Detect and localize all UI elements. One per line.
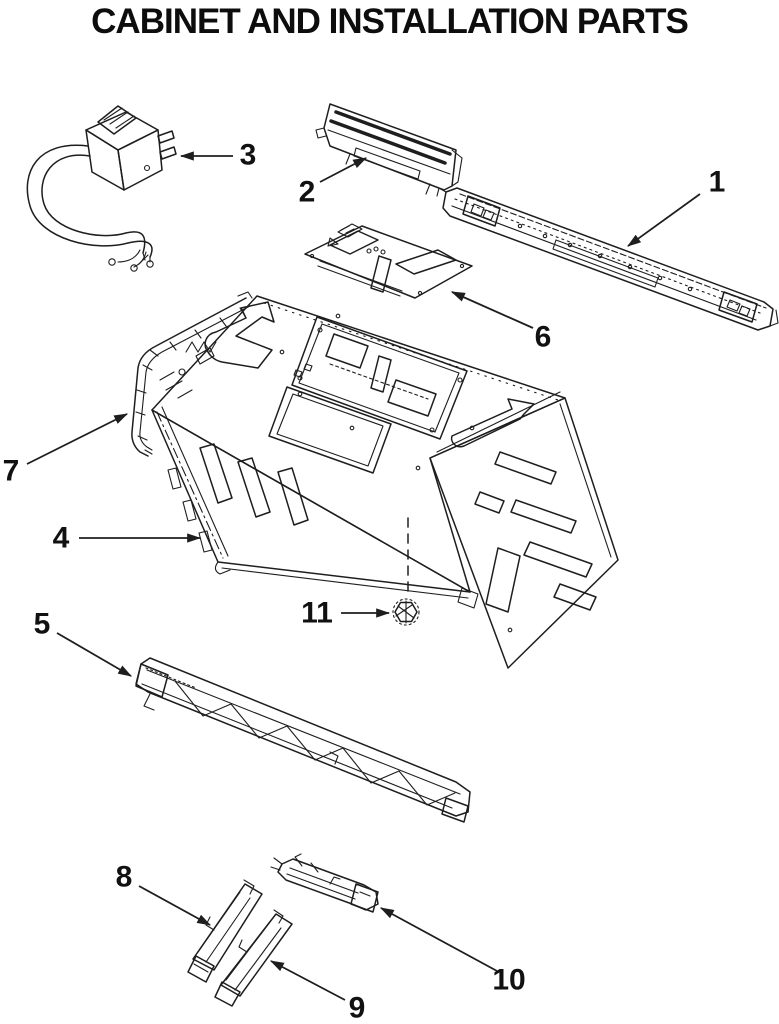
callout-1-arrow bbox=[627, 193, 701, 247]
callout-2-arrow bbox=[319, 157, 368, 183]
callout-8-label: 8 bbox=[116, 861, 133, 894]
callout-9-arrow bbox=[269, 960, 346, 1001]
part-3-power-cord-drawing bbox=[26, 105, 177, 272]
part-8-bracket-drawing bbox=[187, 879, 263, 983]
callout-7-label: 7 bbox=[3, 455, 20, 488]
callout-8: 8 bbox=[116, 861, 212, 926]
part-9-bracket-drawing bbox=[214, 909, 293, 1007]
part-7-frame-trim-drawing bbox=[131, 291, 253, 457]
callout-10-arrow bbox=[379, 907, 498, 972]
callout-10: 10 bbox=[379, 907, 526, 997]
callout-1: 1 bbox=[627, 166, 726, 247]
callout-2-label: 2 bbox=[299, 176, 316, 209]
callout-6: 6 bbox=[450, 291, 552, 354]
callout-7-arrow bbox=[26, 413, 129, 465]
callout-5: 5 bbox=[34, 608, 133, 677]
callout-8-arrow bbox=[138, 885, 212, 926]
part-10-latch-drawing bbox=[270, 853, 379, 913]
part-1-rail-drawing bbox=[436, 187, 779, 331]
callout-9: 9 bbox=[269, 960, 366, 1024]
callout-2: 2 bbox=[299, 157, 368, 209]
callout-11-label: 11 bbox=[301, 597, 333, 630]
callout-3-label: 3 bbox=[240, 139, 257, 172]
part-11-screw-drawing bbox=[392, 598, 420, 626]
callout-7: 7 bbox=[3, 413, 129, 488]
callout-11: 11 bbox=[301, 597, 391, 630]
callout-6-arrow bbox=[450, 291, 534, 329]
callout-9-label: 9 bbox=[349, 992, 366, 1024]
part-4-cabinet-wrapper-drawing bbox=[151, 295, 619, 669]
callout-4: 4 bbox=[53, 522, 202, 555]
callout-10-label: 10 bbox=[492, 964, 525, 997]
part-5-support-rail-drawing bbox=[135, 657, 471, 823]
callout-6-label: 6 bbox=[535, 321, 552, 354]
callout-4-label: 4 bbox=[53, 522, 70, 555]
part-2-grille-bracket-drawing bbox=[315, 103, 463, 195]
callout-5-label: 5 bbox=[34, 608, 51, 641]
callout-1-label: 1 bbox=[709, 166, 726, 199]
callout-5-arrow bbox=[56, 632, 133, 677]
callout-3: 3 bbox=[179, 139, 257, 172]
part-6-adapter-plate-drawing bbox=[304, 223, 473, 299]
diagram-title: CABINET AND INSTALLATION PARTS bbox=[91, 2, 689, 41]
